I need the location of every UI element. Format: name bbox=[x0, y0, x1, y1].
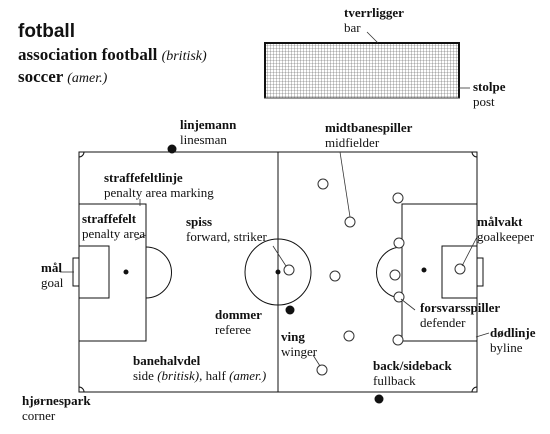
label-referee: dommer referee bbox=[215, 307, 262, 337]
left-goal-area bbox=[78, 245, 110, 299]
player-midfielder bbox=[344, 216, 356, 228]
centre-spot bbox=[275, 269, 281, 275]
subtitle-british-note: (britisk) bbox=[161, 49, 207, 64]
right-penalty-spot bbox=[421, 267, 427, 273]
label-corner: hjørnespark corner bbox=[22, 393, 91, 423]
label-linesman: linjemann linesman bbox=[180, 117, 237, 147]
subtitle-british: association football (britisk) bbox=[18, 45, 207, 65]
player bbox=[392, 334, 404, 346]
player-goalkeeper bbox=[454, 263, 466, 275]
label-midfielder: midtbanespiller midfielder bbox=[325, 120, 413, 150]
right-goal bbox=[476, 257, 484, 287]
label-striker: spiss forward, striker bbox=[186, 214, 267, 244]
label-post: stolpe post bbox=[473, 79, 506, 109]
left-penalty-arc bbox=[145, 246, 172, 299]
player bbox=[329, 270, 341, 282]
subtitle-american-note: (amer.) bbox=[67, 71, 108, 86]
label-goal: mål goal bbox=[41, 260, 64, 290]
label-defender: forsvarsspiller defender bbox=[420, 300, 501, 330]
right-penalty-arc bbox=[376, 246, 403, 299]
referee-marker bbox=[285, 305, 295, 315]
label-fullback: back/sideback fullback bbox=[373, 358, 452, 388]
pitch bbox=[72, 151, 484, 393]
page-title: fotball bbox=[18, 21, 75, 42]
centre-circle bbox=[244, 238, 312, 306]
player bbox=[392, 192, 404, 204]
subtitle-british-term: association football bbox=[18, 45, 158, 64]
officials bbox=[167, 144, 384, 404]
player bbox=[389, 269, 401, 281]
subtitle-american: soccer (amer.) bbox=[18, 67, 107, 87]
label-goalkeeper: målvakt goalkeeper bbox=[477, 214, 535, 244]
label-half: banehalvdel side (britisk), half (amer.) bbox=[133, 353, 267, 383]
players bbox=[283, 178, 466, 376]
player bbox=[343, 330, 355, 342]
label-penalty-area-marking: straffefeltlinje penalty area marking bbox=[104, 170, 214, 200]
player bbox=[393, 237, 405, 249]
left-penalty-spot bbox=[123, 269, 129, 275]
label-byline: dødlinje byline bbox=[490, 325, 536, 355]
player bbox=[317, 178, 329, 190]
player-striker bbox=[283, 264, 295, 276]
player-winger bbox=[316, 364, 328, 376]
goal-net bbox=[264, 42, 460, 99]
label-winger: ving winger bbox=[281, 329, 318, 359]
fullback-linesman-marker bbox=[374, 394, 384, 404]
label-penalty-area: straffefelt penalty area bbox=[82, 211, 146, 241]
linesman-marker bbox=[167, 144, 177, 154]
label-crossbar: tverrligger bar bbox=[344, 5, 404, 35]
subtitle-american-term: soccer bbox=[18, 67, 63, 86]
pointer-lines bbox=[60, 31, 490, 367]
